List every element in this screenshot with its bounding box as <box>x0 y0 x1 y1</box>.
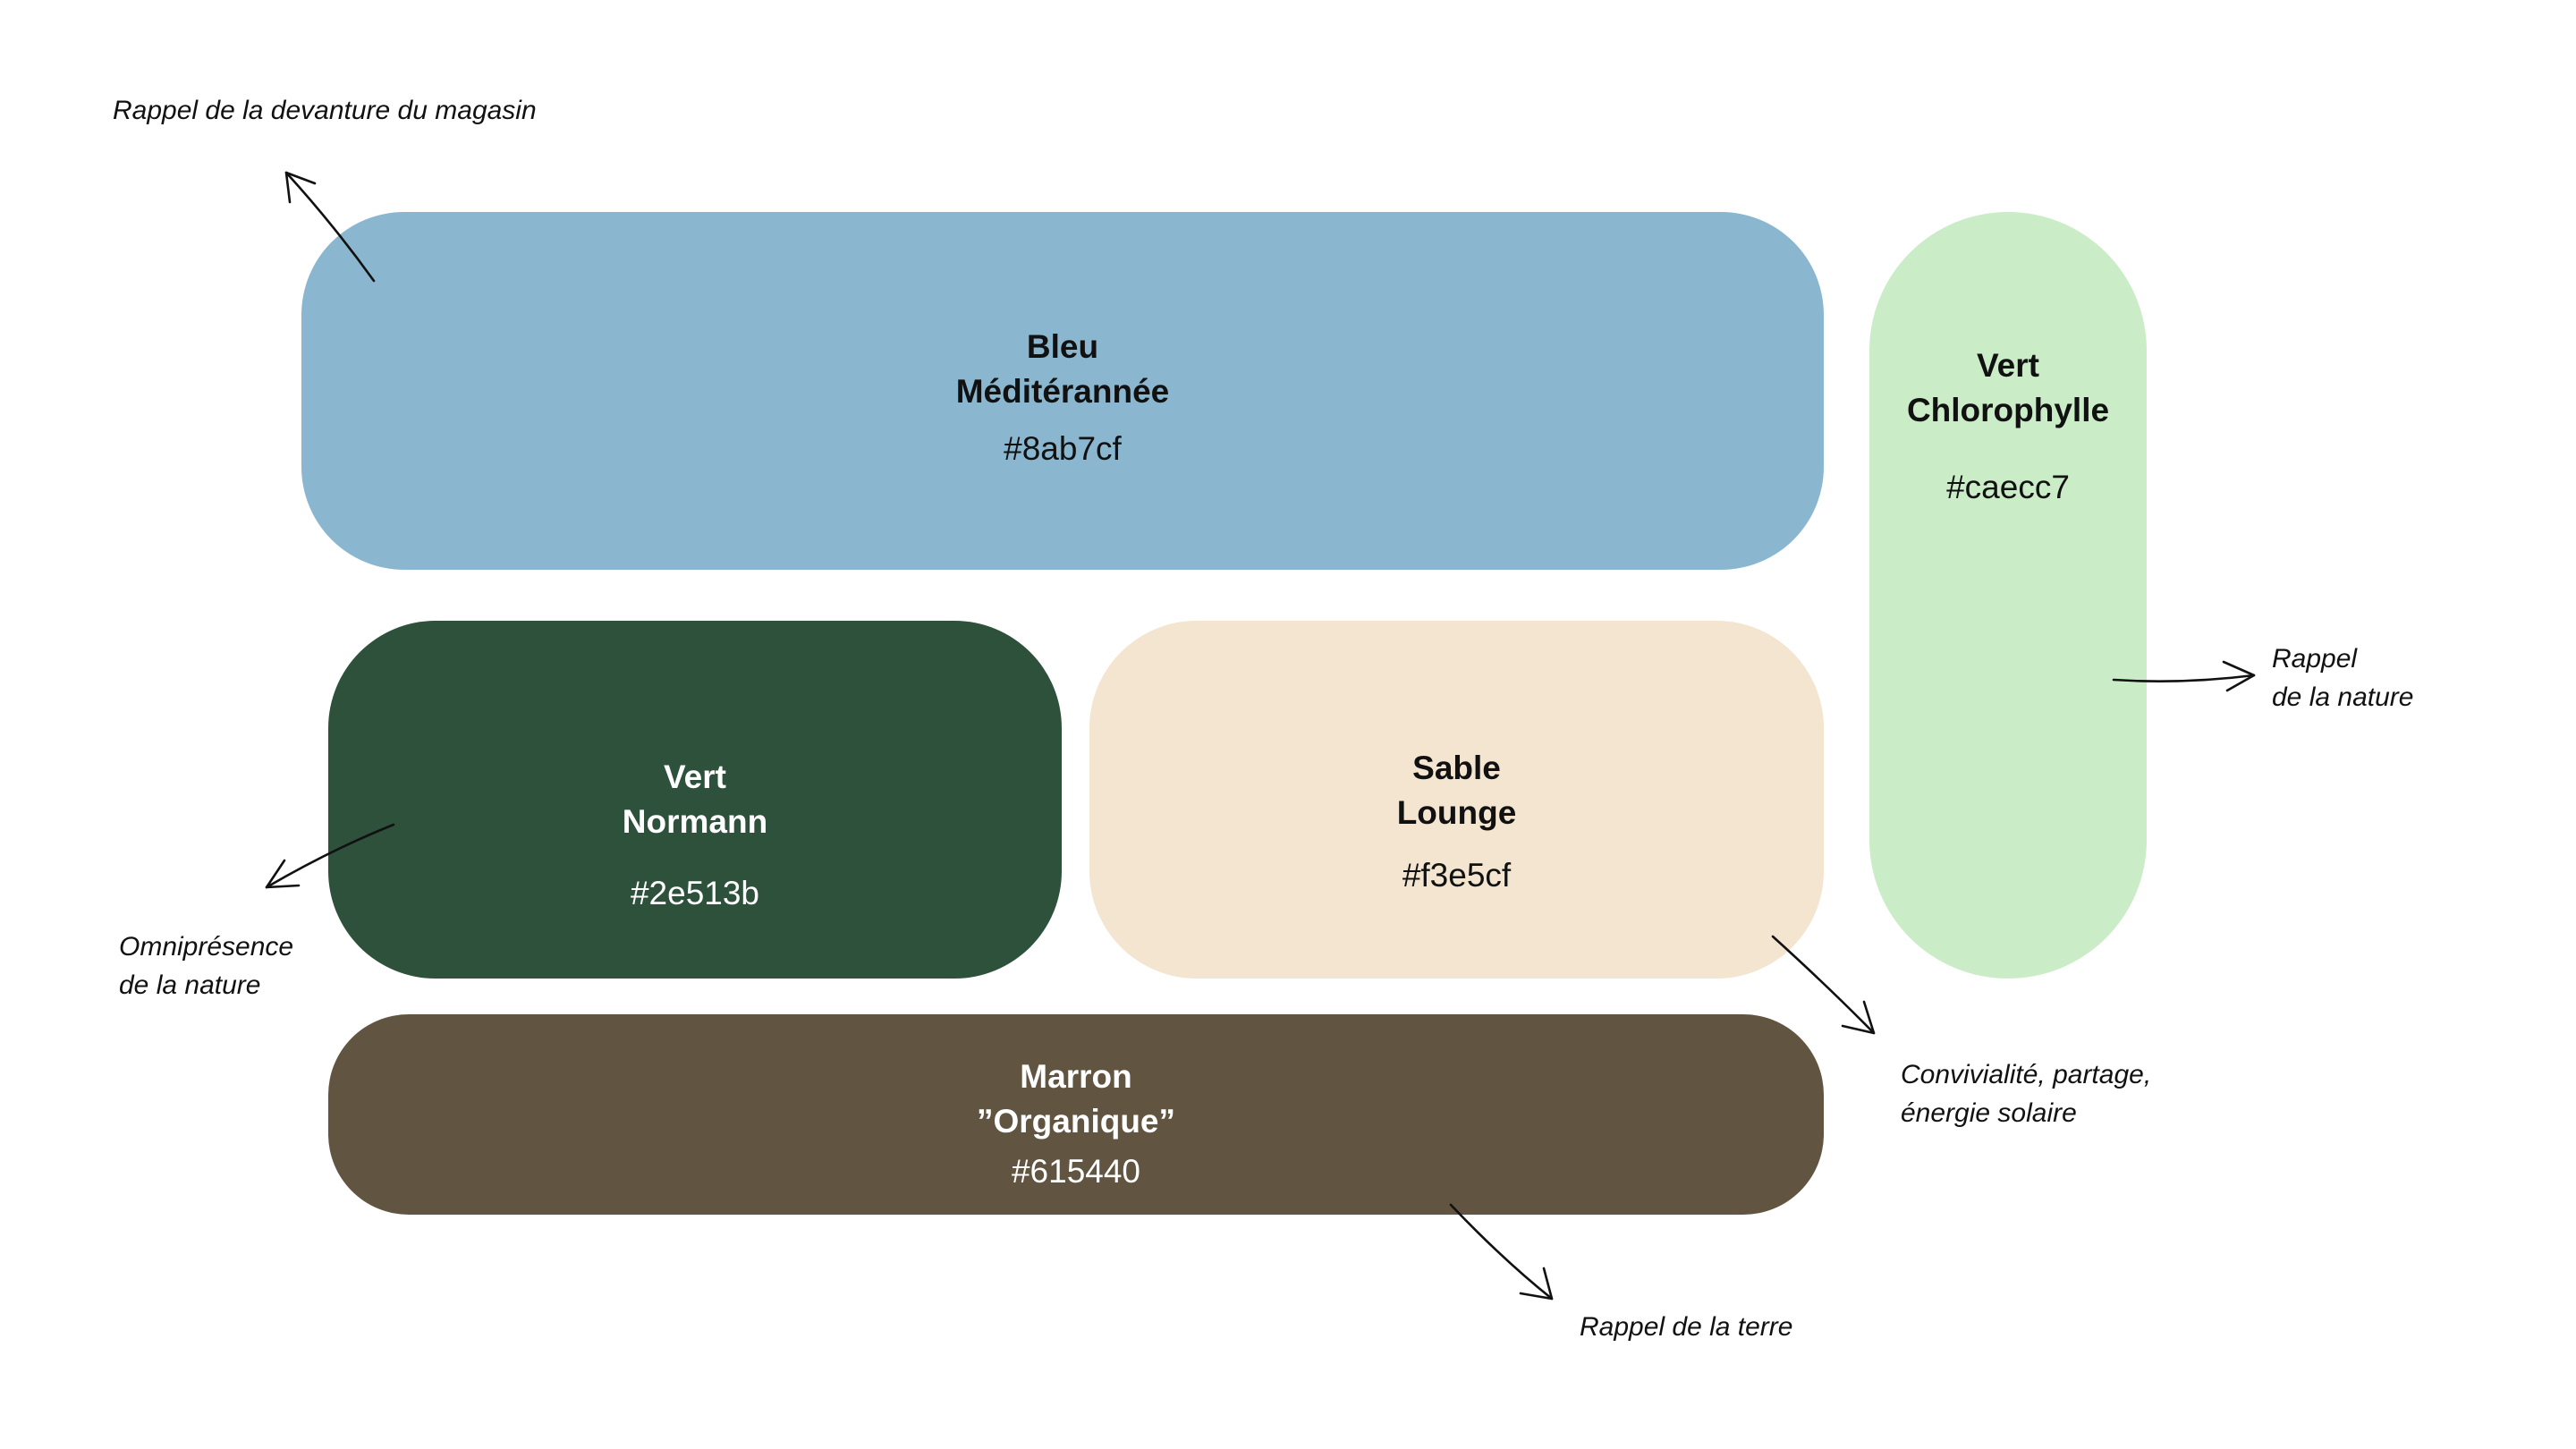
annotation-convivialite: Convivialité, partage, énergie solaire <box>1901 1060 2152 1128</box>
annotation-nature-right: Rappel de la nature <box>2272 644 2414 712</box>
swatch-name: Vert Chlorophylle <box>1906 347 2110 428</box>
arrow-to-terre <box>1449 1203 1554 1301</box>
swatch-hex-code: #f3e5cf <box>1402 857 1512 894</box>
swatch-vert-chlorophylle: Vert Chlorophylle #caecc7 <box>1869 212 2147 979</box>
annotation-devanture: Rappel de la devanture du magasin <box>113 96 537 125</box>
annotation-terre: Rappel de la terre <box>1580 1312 1793 1342</box>
swatch-name: Vert Normann <box>622 758 768 840</box>
swatch-hex-code: #2e513b <box>630 875 760 911</box>
swatch-hex-code: #caecc7 <box>1946 469 2070 505</box>
swatch-name: Sable Lounge <box>1396 750 1517 831</box>
swatch-vert-normann: Vert Normann #2e513b <box>328 621 1062 979</box>
annotation-omnipresence: Omniprésence de la nature <box>119 932 294 1000</box>
swatch-bleu-mediterranee: Bleu Méditérannée #8ab7cf <box>301 212 1824 570</box>
swatch-sable-lounge: Sable Lounge #f3e5cf <box>1089 621 1824 979</box>
swatch-hex-code: #8ab7cf <box>1004 430 1122 467</box>
swatch-hex-code: #615440 <box>1011 1153 1141 1190</box>
swatch-name: Marron ”Organique” <box>976 1058 1176 1140</box>
swatch-name: Bleu Méditérannée <box>955 328 1170 410</box>
swatch-marron-organique: Marron ”Organique” #615440 <box>328 1014 1824 1215</box>
